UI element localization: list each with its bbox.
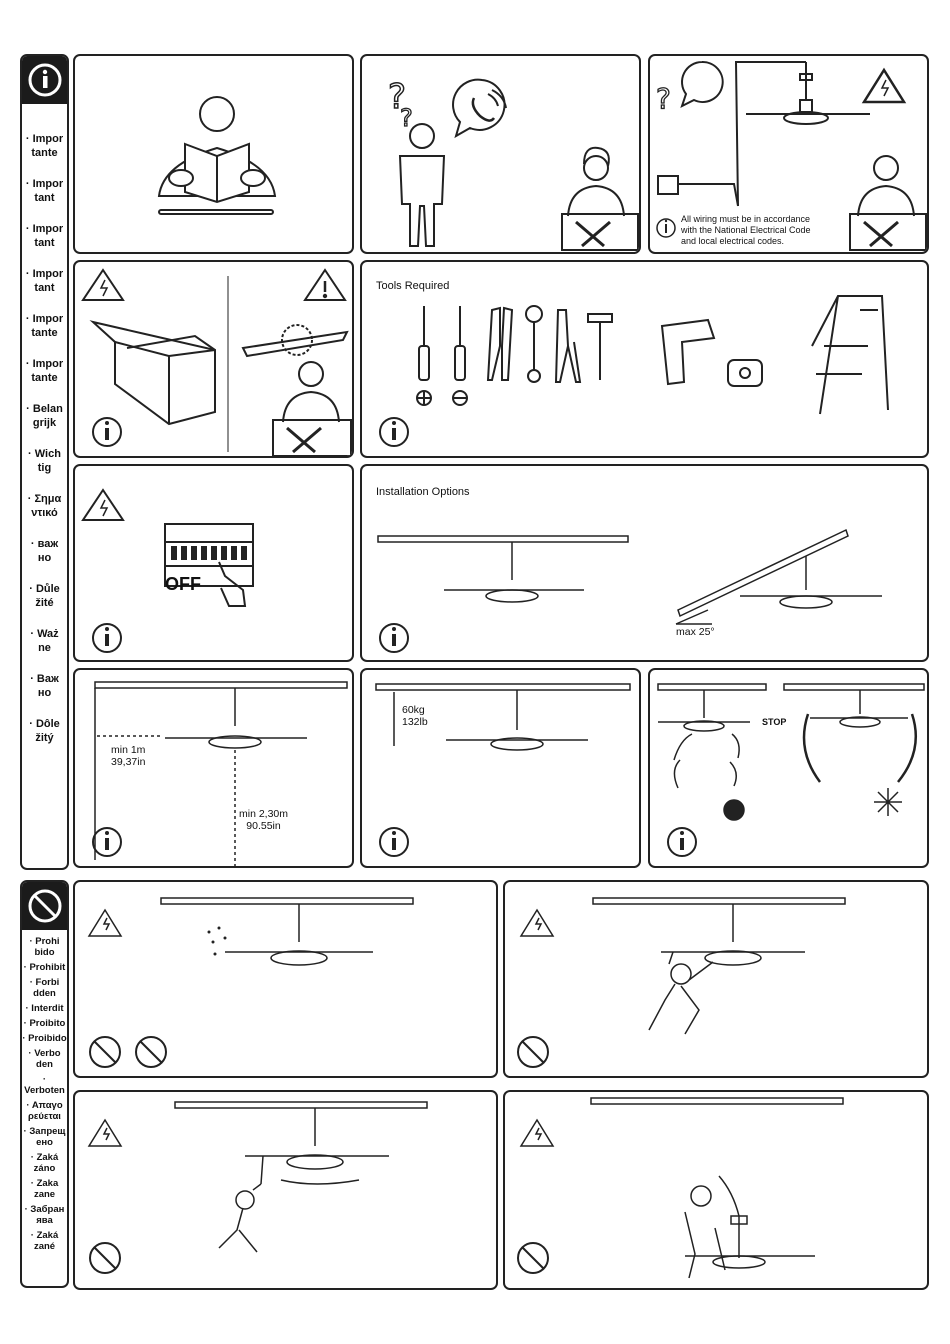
info-icon <box>667 827 697 857</box>
no-liquid-icon <box>89 1036 167 1068</box>
sidebar-label: · Zaka zane <box>30 1178 59 1200</box>
wiring-support-illustration: ? <box>655 60 927 251</box>
panel-no-swinging <box>73 1090 498 1290</box>
info-icon <box>92 417 122 447</box>
no-hanging-on-fan-illustration <box>517 897 846 1068</box>
sidebar-label: · Σημα ντικό <box>27 493 62 519</box>
sidebar-label: · Interdit <box>25 1003 64 1014</box>
panel-help-contact: ? ? <box>360 54 641 254</box>
airflow-direction-illustration <box>657 683 925 857</box>
info-icon <box>379 417 409 447</box>
sidebar-label: · Забран ява <box>24 1204 65 1226</box>
svg-text:?: ? <box>400 104 413 132</box>
panel-no-water <box>73 880 498 1078</box>
sidebar-label: · Forbi dden <box>29 977 60 999</box>
svg-text:?: ? <box>388 77 406 117</box>
panel-no-hanging-objects <box>503 1090 929 1290</box>
sidebar-label: · Wich tig <box>28 448 61 474</box>
sidebar-label: · Dôle žitý <box>29 718 60 744</box>
prohibited-icon <box>517 1036 549 1068</box>
no-hanging-objects-illustration <box>517 1097 844 1279</box>
person-reading-manual-illustration <box>157 96 277 215</box>
panel-read-manual <box>73 54 354 254</box>
installation-title: Installation Options <box>376 486 470 498</box>
wiring-code-note: All wiring must be in accordance with th… <box>681 214 811 246</box>
tools-title: Tools Required <box>376 280 450 292</box>
sidebar-label: · Verboten <box>24 1074 65 1096</box>
prohibited-icon <box>517 1242 549 1274</box>
sidebar-label: · Proibido <box>22 1033 67 1044</box>
installation-options-illustration <box>377 528 882 653</box>
no-swinging-blades-illustration <box>87 1101 428 1274</box>
info-icon <box>379 827 409 857</box>
important-sidebar: · Impor tante · Impor tant · Impor tant · I… <box>20 54 69 870</box>
panel-tools-required: Tools Required <box>360 260 929 458</box>
breaker-off-illustration <box>81 488 254 653</box>
important-label-list: · Impor tante · Impor tant · Impor tant · I… <box>22 132 67 762</box>
load-capacity-illustration <box>375 683 631 857</box>
sidebar-label: · Verbo den <box>28 1048 61 1070</box>
info-small-icon <box>656 218 676 238</box>
tools-illustration <box>379 295 889 447</box>
panel-load-capacity: 60kg 132lb <box>360 668 641 868</box>
prohibited-header <box>22 882 67 930</box>
sidebar-label: · Impor tant <box>25 268 64 294</box>
floor-clearance-label: min 2,30m 90.55in <box>239 808 289 832</box>
no-water-illustration <box>87 897 414 1068</box>
sidebar-label: · Запрещ ено <box>23 1126 66 1148</box>
panel-no-climbing-hanging <box>503 880 929 1078</box>
panel-power-off: OFF <box>73 464 354 662</box>
sidebar-label: · Důle žité <box>29 583 60 609</box>
info-icon <box>379 623 409 653</box>
sidebar-label: · Impor tant <box>25 178 64 204</box>
sidebar-label: · Waż ne <box>30 628 59 654</box>
sidebar-label: · Impor tante <box>25 358 64 384</box>
panel-clearance: min 1m 39,37in min 2,30m 90.55in <box>73 668 354 868</box>
sidebar-label: · Proibito <box>23 1018 66 1029</box>
sidebar-label: · Impor tante <box>25 133 64 159</box>
panel-installation-options: Installation Options max 25° <box>360 464 929 662</box>
stop-label: STOP <box>762 717 787 727</box>
off-label: OFF <box>165 574 201 594</box>
unpack-blade-illustration <box>81 268 352 456</box>
sidebar-label: · Важ но <box>30 673 59 699</box>
panel-airflow-direction: STOP <box>648 668 929 868</box>
info-icon <box>92 623 122 653</box>
svg-text:?: ? <box>656 82 671 115</box>
sidebar-label: · Impor tante <box>25 313 64 339</box>
load-capacity-label: 60kg 132lb <box>402 704 428 728</box>
panel-wiring-warning: ? All wiring must be in accordance with … <box>648 54 929 254</box>
question-support-illustration: ? ? <box>387 76 639 251</box>
side-clearance-label: min 1m 39,37in <box>111 744 146 768</box>
sidebar-label: · Prohi bido <box>29 936 60 958</box>
sidebar-label: · Zaká záno <box>30 1152 59 1174</box>
slope-limit: max 25° <box>676 626 715 638</box>
prohibited-label-list: · Prohi bido · Prohibit · Forbi dden · Inte… <box>22 936 67 1256</box>
sidebar-label: · Impor tant <box>25 223 64 249</box>
prohibited-icon <box>89 1242 121 1274</box>
info-icon <box>28 63 62 97</box>
important-header <box>22 56 67 104</box>
clearance-illustration <box>92 681 348 866</box>
sidebar-label: · Zaká zané <box>30 1230 59 1252</box>
prohibited-sidebar: · Prohi bido · Prohibit · Forbi dden · Inte… <box>20 880 69 1288</box>
sidebar-label: · Απαγο ρεύεται <box>26 1100 63 1122</box>
sidebar-label: · Prohibit <box>23 962 66 973</box>
sidebar-label: · Belan grijk <box>26 403 63 429</box>
prohibited-icon <box>28 889 62 923</box>
panel-unpacking <box>73 260 354 458</box>
info-icon <box>92 827 122 857</box>
sidebar-label: · важ но <box>30 538 59 564</box>
